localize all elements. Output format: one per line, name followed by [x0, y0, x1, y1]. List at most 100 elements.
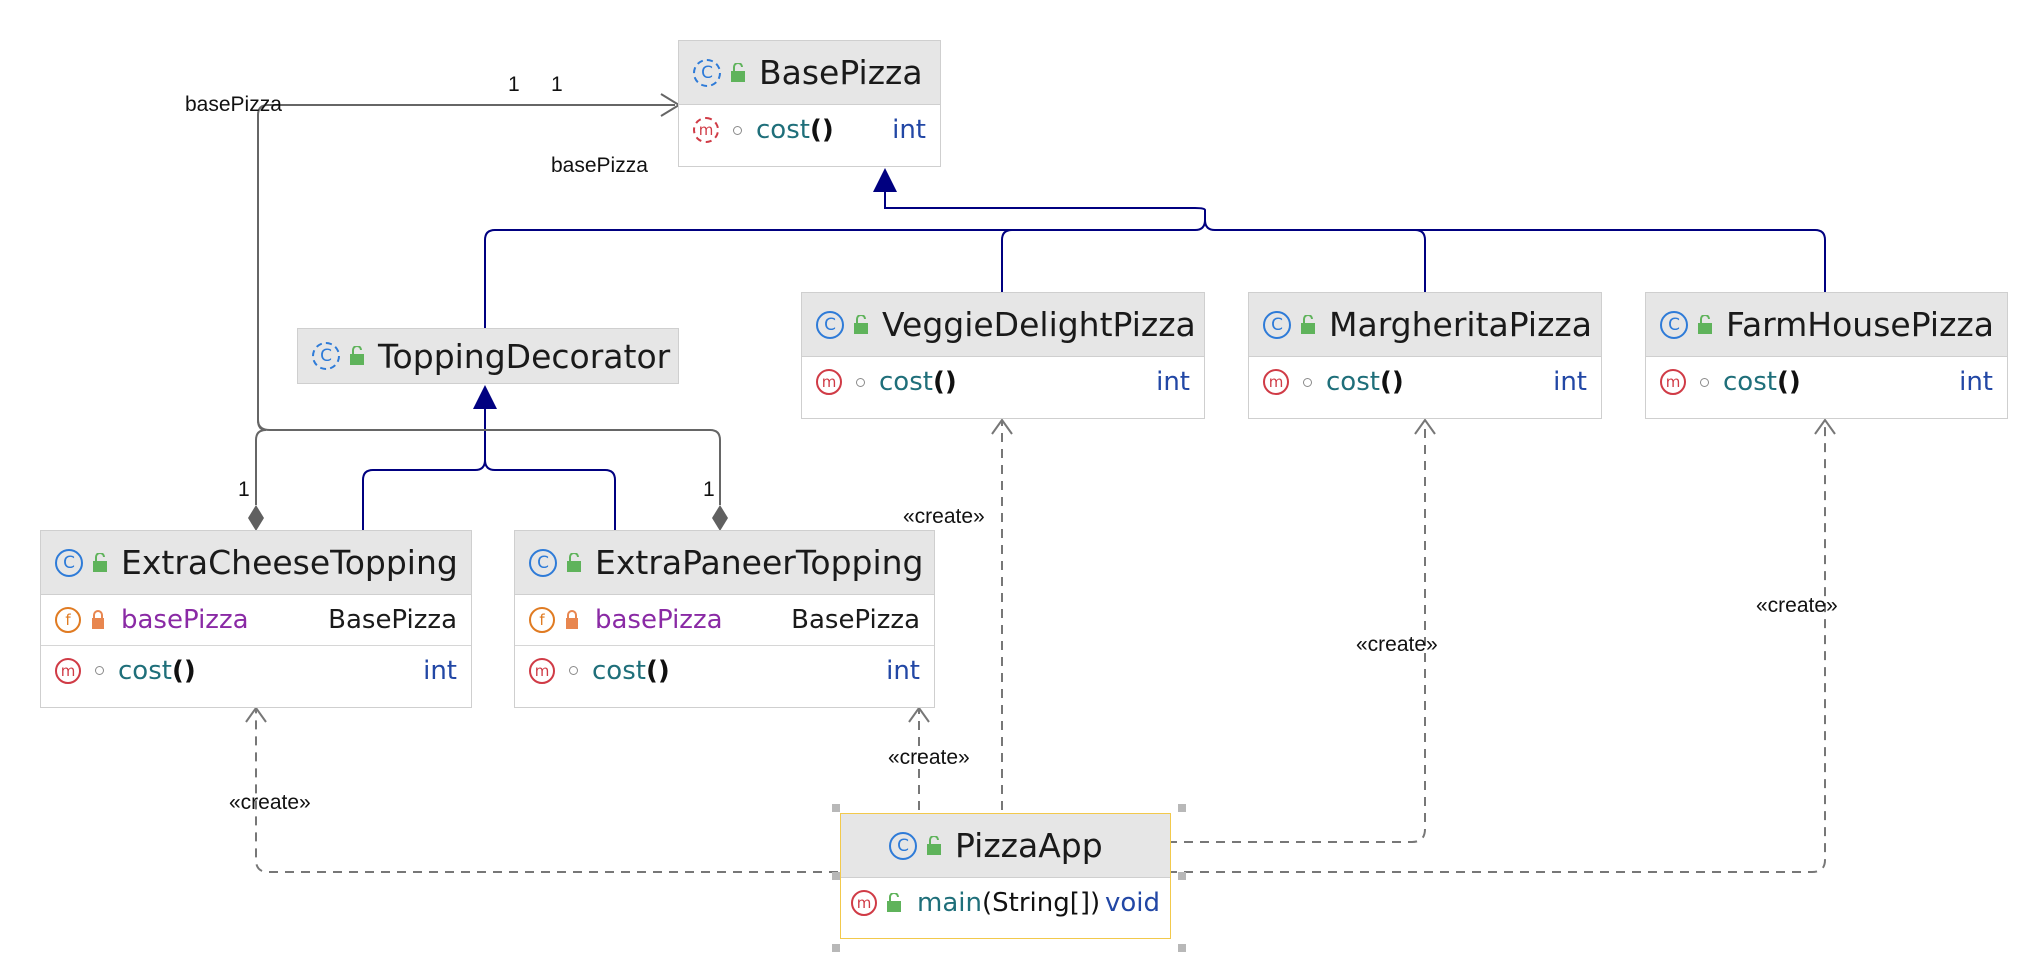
package-private-dot-icon [569, 666, 578, 675]
public-unlock-icon [927, 835, 941, 855]
method-row[interactable]: m cost() int [802, 357, 1204, 407]
package-private-dot-icon [1303, 377, 1312, 387]
private-lock-icon [566, 610, 578, 629]
method-icon: m [851, 890, 877, 916]
field-name: basePizza [595, 605, 723, 635]
public-unlock-icon [567, 552, 581, 572]
class-header: C ExtraCheeseTopping [41, 531, 471, 595]
class-icon: C [529, 548, 557, 577]
method-name: cost() [1723, 367, 1801, 397]
multiplicity-label: 1 [703, 478, 715, 501]
selection-handle-middle-right[interactable] [1178, 872, 1186, 880]
class-topping-decorator[interactable]: C ToppingDecorator [297, 328, 679, 384]
selection-handle-top-right[interactable] [1178, 804, 1186, 812]
public-unlock-icon [350, 346, 364, 365]
method-row[interactable]: m cost() int [515, 645, 934, 695]
package-private-dot-icon [1700, 377, 1709, 387]
multiplicity-label: 1 [551, 73, 563, 96]
create-arrowhead-paneer [908, 706, 930, 723]
selection-handle-bottom-right[interactable] [1178, 944, 1186, 952]
create-stereotype-label: «create» [1356, 633, 1438, 656]
inheritance-edge-extra-paneer [484, 459, 616, 530]
field-icon: f [55, 607, 81, 633]
method-icon: m [1660, 369, 1686, 395]
class-header: C ToppingDecorator [298, 329, 678, 383]
method-name: cost() [879, 367, 957, 397]
association-edges [255, 93, 721, 505]
create-stereotype-label: «create» [229, 791, 311, 814]
inheritance-edge-veggie [1001, 229, 1195, 292]
method-name: main(String[]) [917, 888, 1101, 918]
class-icon: C [1660, 310, 1688, 339]
method-type: int [1156, 367, 1190, 397]
create-stereotype-label: «create» [1756, 594, 1838, 617]
package-private-dot-icon [856, 377, 865, 387]
public-unlock-icon [731, 62, 745, 82]
field-name: basePizza [121, 605, 249, 635]
association-role-label: basePizza [551, 154, 648, 177]
create-stereotype-label: «create» [888, 746, 970, 769]
class-extra-paneer-topping[interactable]: C ExtraPaneerTopping f basePizza BasePiz… [514, 530, 935, 708]
method-name: cost() [1326, 367, 1404, 397]
public-unlock-icon [887, 893, 901, 912]
class-name: PizzaApp [955, 826, 1103, 865]
inheritance-edge-topping-decorator [484, 185, 1206, 328]
selection-handle-top-left[interactable] [832, 804, 840, 812]
method-icon: m [1263, 369, 1289, 395]
class-pizza-app[interactable]: C PizzaApp m main(String[]) void [840, 813, 1171, 939]
method-row[interactable]: m main(String[]) void [841, 878, 1170, 928]
create-edge-margherita [1168, 422, 1426, 843]
inheritance-edge-extra-cheese [362, 400, 486, 530]
create-arrowhead-veggie [991, 418, 1013, 435]
dependency-edges [255, 422, 1826, 873]
inheritance-arrowhead-topping-decorator [473, 385, 497, 409]
abstract-class-icon: C [312, 342, 340, 370]
method-type: int [892, 115, 926, 145]
field-type: BasePizza [328, 605, 457, 635]
class-basepizza[interactable]: C BasePizza m cost() int [678, 40, 941, 167]
class-veggie-delight-pizza[interactable]: C VeggieDelightPizza m cost() int [801, 292, 1205, 419]
public-unlock-icon [93, 552, 107, 572]
composition-diamond-paneer [712, 505, 728, 531]
class-extra-cheese-topping[interactable]: C ExtraCheeseTopping f basePizza BasePiz… [40, 530, 472, 708]
field-row[interactable]: f basePizza BasePizza [41, 595, 471, 645]
abstract-class-icon: C [693, 58, 721, 87]
create-arrowhead-cheese [245, 706, 267, 723]
method-row[interactable]: m cost() int [1646, 357, 2007, 407]
class-name: MargheritaPizza [1329, 305, 1592, 344]
public-unlock-icon [1301, 314, 1315, 334]
class-name: ExtraPaneerTopping [595, 543, 924, 582]
public-unlock-icon [854, 314, 868, 334]
class-icon: C [816, 310, 844, 339]
field-icon: f [529, 607, 555, 633]
class-farmhouse-pizza[interactable]: C FarmHousePizza m cost() int [1645, 292, 2008, 419]
method-name: cost() [592, 655, 670, 686]
selection-handle-middle-left[interactable] [832, 872, 840, 880]
package-private-dot-icon [733, 125, 742, 135]
multiplicity-label: 1 [508, 73, 520, 96]
create-edge-farmhouse [1168, 422, 1826, 873]
composition-diamond-cheese [248, 505, 264, 531]
dependency-arrowheads [245, 418, 1836, 723]
create-edge-cheese [255, 710, 838, 873]
class-margherita-pizza[interactable]: C MargheritaPizza m cost() int [1248, 292, 1602, 419]
multiplicity-label: 1 [238, 478, 250, 501]
method-name: cost() [118, 655, 196, 686]
class-header: C MargheritaPizza [1249, 293, 1601, 357]
method-row[interactable]: m cost() int [41, 645, 471, 695]
private-lock-icon [92, 610, 104, 629]
class-icon: C [55, 548, 83, 577]
class-name: ExtraCheeseTopping [121, 543, 458, 582]
method-row[interactable]: m cost() int [1249, 357, 1601, 407]
class-icon: C [1263, 310, 1291, 339]
association-edge-paneer [257, 419, 721, 505]
method-row[interactable]: m cost() int [679, 105, 940, 155]
create-arrowhead-margherita [1414, 418, 1436, 435]
field-type: BasePizza [791, 605, 920, 635]
class-header: C FarmHousePizza [1646, 293, 2007, 357]
selection-handle-bottom-left[interactable] [832, 944, 840, 952]
field-row[interactable]: f basePizza BasePizza [515, 595, 934, 645]
package-private-dot-icon [95, 666, 104, 675]
method-name: cost() [756, 115, 834, 145]
